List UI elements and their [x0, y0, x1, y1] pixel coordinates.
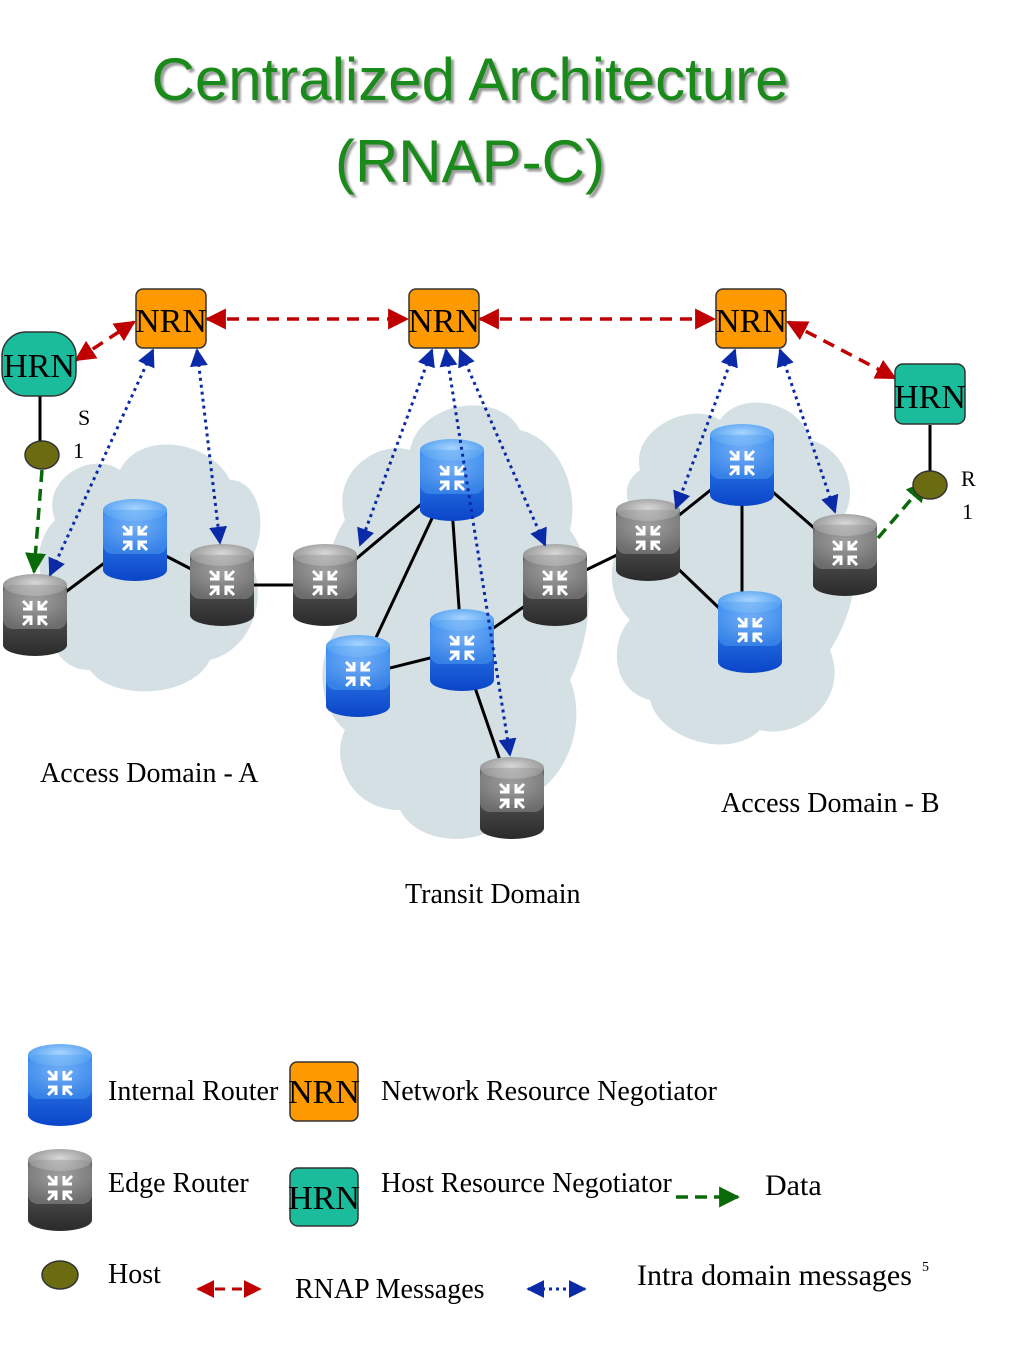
slide-title-line-2: (RNAP-C) [335, 128, 605, 195]
legend-internal-router-icon [26, 1042, 94, 1128]
legend-host-label: Host [108, 1259, 161, 1290]
edge-router-t2 [521, 542, 589, 628]
legend-intra-label: Intra domain messages [637, 1259, 912, 1292]
internal-router-b2 [716, 589, 784, 675]
edge-router-a2 [188, 542, 256, 628]
internal-router-t1 [418, 437, 486, 523]
host-s1 [24, 440, 60, 470]
internal-router-a1 [101, 497, 169, 583]
legend-edge-router-label: Edge Router [108, 1168, 249, 1199]
legend-data-label: Data [765, 1169, 822, 1202]
legend-host-icon [41, 1260, 79, 1290]
nrn-transit: NRN [408, 288, 480, 349]
legend-edge-router-icon [26, 1147, 94, 1233]
access-domain-b-label: Access Domain - B [721, 788, 940, 819]
legend-nrn-box [289, 1061, 359, 1122]
internal-router-t2 [324, 633, 392, 719]
internal-router-t3 [428, 607, 496, 693]
nrn-transit-label: NRN [408, 303, 480, 340]
edge-router-a1 [1, 572, 69, 658]
host-s1-label-line2: 1 [73, 438, 84, 463]
host-s1-label-line1: S [78, 405, 90, 430]
legend-hrn-box-label: HRN [288, 1180, 360, 1217]
legend-hrn-label: Host Resource Negotiator [381, 1168, 672, 1199]
nrn-b: NRN [715, 288, 787, 349]
legend: Internal Router Edge Router Host NRN Net… [26, 1042, 929, 1305]
internal-router-b1 [708, 422, 776, 508]
legend-nrn-label: Network Resource Negotiator [381, 1076, 718, 1107]
page-number: 5 [922, 1260, 929, 1275]
nrn-a: NRN [135, 288, 207, 349]
hrn-r1: HRN [894, 363, 966, 425]
legend-hrn-box [289, 1167, 359, 1227]
edge-router-t1 [291, 542, 359, 628]
intra-domain-messages [48, 348, 839, 757]
host-r1-label-line2: 1 [962, 499, 973, 524]
transit-domain-label: Transit Domain [405, 879, 581, 910]
edge-router-b2 [811, 512, 879, 598]
hrn-s1-label: HRN [3, 348, 75, 385]
host-r1-label-line1: R [961, 466, 976, 491]
legend-rnap-label: RNAP Messages [295, 1274, 485, 1305]
host-r1 [912, 470, 948, 500]
edge-router-b1 [614, 497, 682, 583]
legend-internal-router-label: Internal Router [108, 1076, 279, 1107]
nrn-a-label: NRN [135, 303, 207, 340]
access-domain-a-label: Access Domain - A [40, 758, 259, 789]
nrn-b-label: NRN [715, 303, 787, 340]
hrn-r1-label: HRN [894, 379, 966, 416]
slide-title-line-1: Centralized Architecture [151, 46, 789, 113]
edge-router-t3 [478, 755, 546, 841]
legend-nrn-box-label: NRN [288, 1074, 360, 1111]
hrn-s1: HRN [1, 331, 77, 397]
